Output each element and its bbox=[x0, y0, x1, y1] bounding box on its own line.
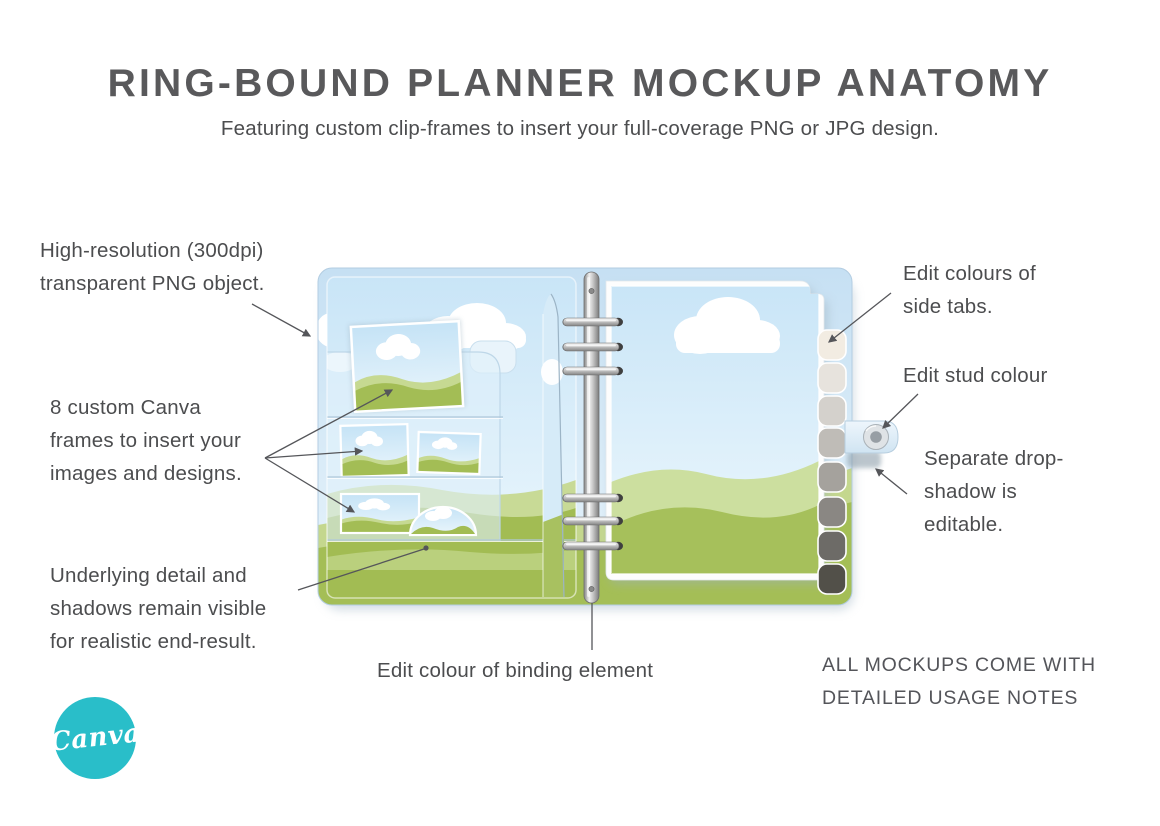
binding-rivet-bottom bbox=[588, 586, 595, 592]
note-line: images and designs. bbox=[50, 462, 242, 485]
canva-frame-card-mid-left bbox=[339, 422, 410, 478]
pocket-separators bbox=[327, 416, 576, 541]
pointer-frame-mid bbox=[264, 447, 364, 459]
binder-ring bbox=[562, 342, 623, 352]
pointer-frame-bottom bbox=[264, 457, 356, 513]
annotation-lines bbox=[251, 292, 919, 650]
right-page-cloud bbox=[674, 297, 780, 354]
note-line: Edit colours of bbox=[903, 262, 1036, 285]
side-tab-8 bbox=[817, 563, 847, 595]
note-underlying: Underlying detail and shadows remain vis… bbox=[50, 559, 266, 658]
note-line: 8 custom Canva bbox=[50, 396, 201, 419]
page-subtitle: Featuring custom clip-frames to insert y… bbox=[220, 117, 940, 140]
binder-ring bbox=[562, 366, 623, 376]
note-line: DETAILED USAGE NOTES bbox=[822, 687, 1079, 709]
divider-sheet bbox=[541, 293, 565, 598]
note-line: High-resolution (300dpi) bbox=[40, 239, 264, 262]
binder-ring bbox=[562, 317, 623, 327]
note-line: side tabs. bbox=[903, 295, 993, 318]
strap bbox=[844, 420, 899, 468]
canva-frame-dome bbox=[408, 505, 478, 537]
note-binding: Edit colour of binding element bbox=[377, 654, 653, 687]
canva-frame-card-mid-right bbox=[416, 430, 482, 476]
note-usage: ALL MOCKUPS COME WITH DETAILED USAGE NOT… bbox=[822, 649, 1096, 715]
canva-logo-text: Canva bbox=[48, 718, 142, 758]
note-drop-shadow: Separate drop- shadow is editable. bbox=[924, 442, 1064, 541]
side-tabs bbox=[817, 329, 847, 595]
pointer-high-res bbox=[251, 303, 312, 337]
pointer-stud bbox=[882, 393, 919, 429]
pointer-side-tabs bbox=[828, 292, 892, 343]
note-line: frames to insert your bbox=[50, 429, 242, 452]
pointer-underlying bbox=[297, 548, 425, 591]
binder-ring bbox=[562, 516, 623, 526]
strap-drop-shadow bbox=[847, 451, 881, 468]
side-tab-4 bbox=[817, 427, 847, 459]
side-tab-2 bbox=[817, 362, 847, 394]
note-line: Edit colour of binding element bbox=[377, 659, 654, 682]
left-page bbox=[326, 276, 577, 599]
binder-ring bbox=[562, 541, 623, 551]
note-line: Underlying detail and bbox=[50, 564, 247, 587]
side-tab-3 bbox=[817, 395, 847, 427]
note-line: transparent PNG object. bbox=[40, 272, 265, 295]
note-line: shadow is bbox=[924, 480, 1017, 503]
binder-rings bbox=[562, 317, 623, 551]
canva-logo: Canva bbox=[48, 697, 142, 779]
binding-rivet-top bbox=[588, 288, 595, 294]
right-page-hill-dark bbox=[611, 505, 819, 574]
canva-frame-card-top bbox=[348, 319, 466, 414]
pointer-drop-shadow bbox=[875, 468, 908, 495]
note-line: Edit stud colour bbox=[903, 364, 1048, 387]
canva-frame-card-bottom bbox=[339, 492, 421, 535]
side-tab-5 bbox=[817, 461, 847, 493]
pointer-frame-top bbox=[264, 389, 394, 459]
note-line: ALL MOCKUPS COME WITH bbox=[822, 654, 1096, 676]
note-line: Separate drop- bbox=[924, 447, 1064, 470]
note-side-tabs: Edit colours of side tabs. bbox=[903, 257, 1036, 323]
note-frames: 8 custom Canva frames to insert your ima… bbox=[50, 391, 242, 490]
note-stud: Edit stud colour bbox=[903, 359, 1048, 392]
side-tab-1 bbox=[817, 329, 847, 361]
note-line: editable. bbox=[924, 513, 1004, 536]
note-line: shadows remain visible bbox=[50, 597, 267, 620]
note-high-res: High-resolution (300dpi) transparent PNG… bbox=[40, 234, 265, 300]
side-tab-6 bbox=[817, 496, 847, 528]
side-tab-7 bbox=[817, 530, 847, 562]
binder-ring bbox=[562, 493, 623, 503]
note-line: for realistic end-result. bbox=[50, 630, 257, 653]
right-page bbox=[605, 280, 828, 584]
page-title: RING-BOUND PLANNER MOCKUP ANATOMY bbox=[107, 62, 1053, 105]
